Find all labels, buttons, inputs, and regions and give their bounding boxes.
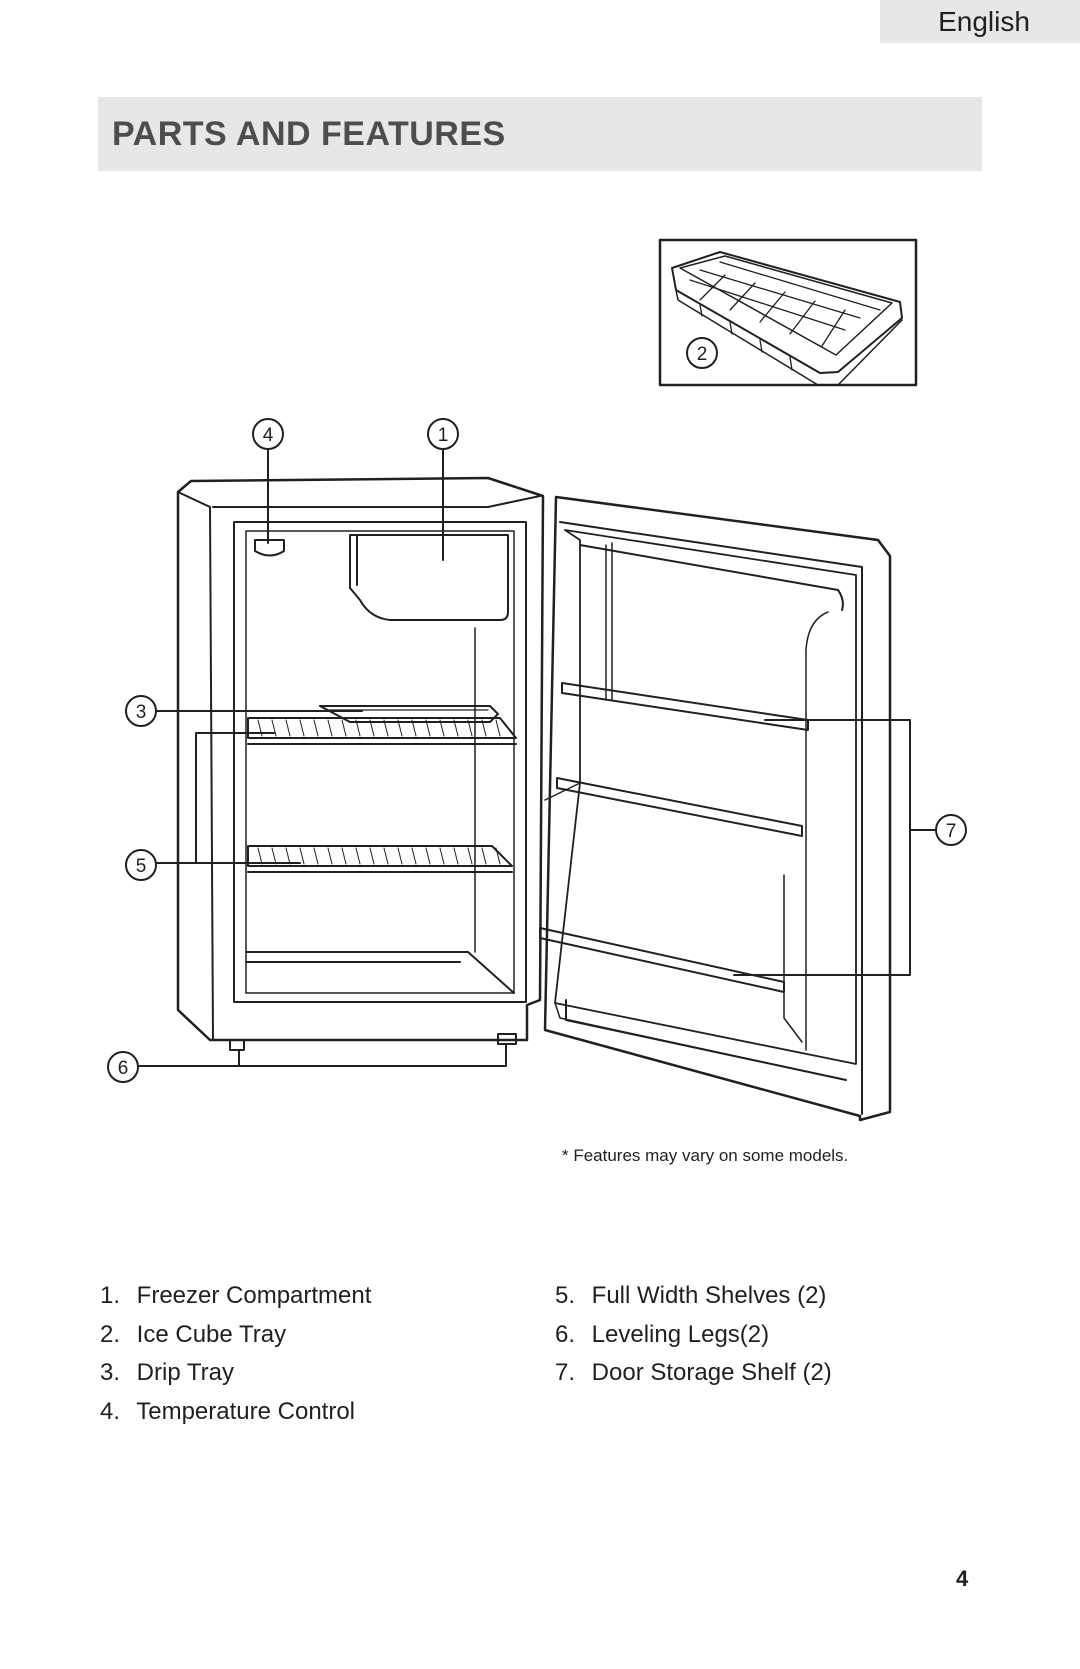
callout-2: 2 <box>697 344 708 365</box>
list-item: 2. Ice Cube Tray <box>100 1320 287 1348</box>
list-item: 4. Temperature Control <box>100 1397 355 1425</box>
list-item: 5. Full Width Shelves (2) <box>555 1282 827 1309</box>
parts-list: 1. Freezer Compartment 2. Ice Cube Tray … <box>100 1282 960 1436</box>
callout-7: 7 <box>946 821 957 842</box>
callout-4: 4 <box>263 425 274 446</box>
callout-1-circle <box>427 418 459 450</box>
callout-3-circle <box>125 695 157 727</box>
section-header: PARTS AND FEATURES <box>98 97 982 171</box>
list-item: 3. Drip Tray <box>100 1359 235 1386</box>
callout-3: 3 <box>136 702 147 723</box>
callout-1: 1 <box>438 425 449 446</box>
callout-6-circle <box>107 1051 139 1083</box>
callout-2-circle <box>686 337 718 369</box>
page-title: PARTS AND FEATURES <box>112 114 506 153</box>
list-item: 1. Freezer Compartment <box>100 1282 372 1309</box>
callout-5-circle <box>125 849 157 881</box>
callout-4-circle <box>252 418 284 450</box>
door-illustration <box>539 495 892 1122</box>
callout-7-circle <box>935 814 967 846</box>
features-note: * Features may vary on some models. <box>562 1146 849 1165</box>
page-number: 4 <box>956 1566 969 1591</box>
callout-5: 5 <box>136 856 147 877</box>
language-tab-label: English <box>938 5 1030 37</box>
list-item: 6. Leveling Legs(2) <box>555 1320 770 1348</box>
callout-6: 6 <box>118 1058 129 1079</box>
refrigerator-diagram: 2 <box>107 238 967 1122</box>
list-item: 7. Door Storage Shelf (2) <box>555 1359 832 1386</box>
leader-lines <box>137 448 937 1067</box>
language-tab[interactable]: English <box>880 0 1080 43</box>
ice-cube-tray-illustration <box>658 238 918 387</box>
cabinet-illustration <box>176 476 545 1051</box>
